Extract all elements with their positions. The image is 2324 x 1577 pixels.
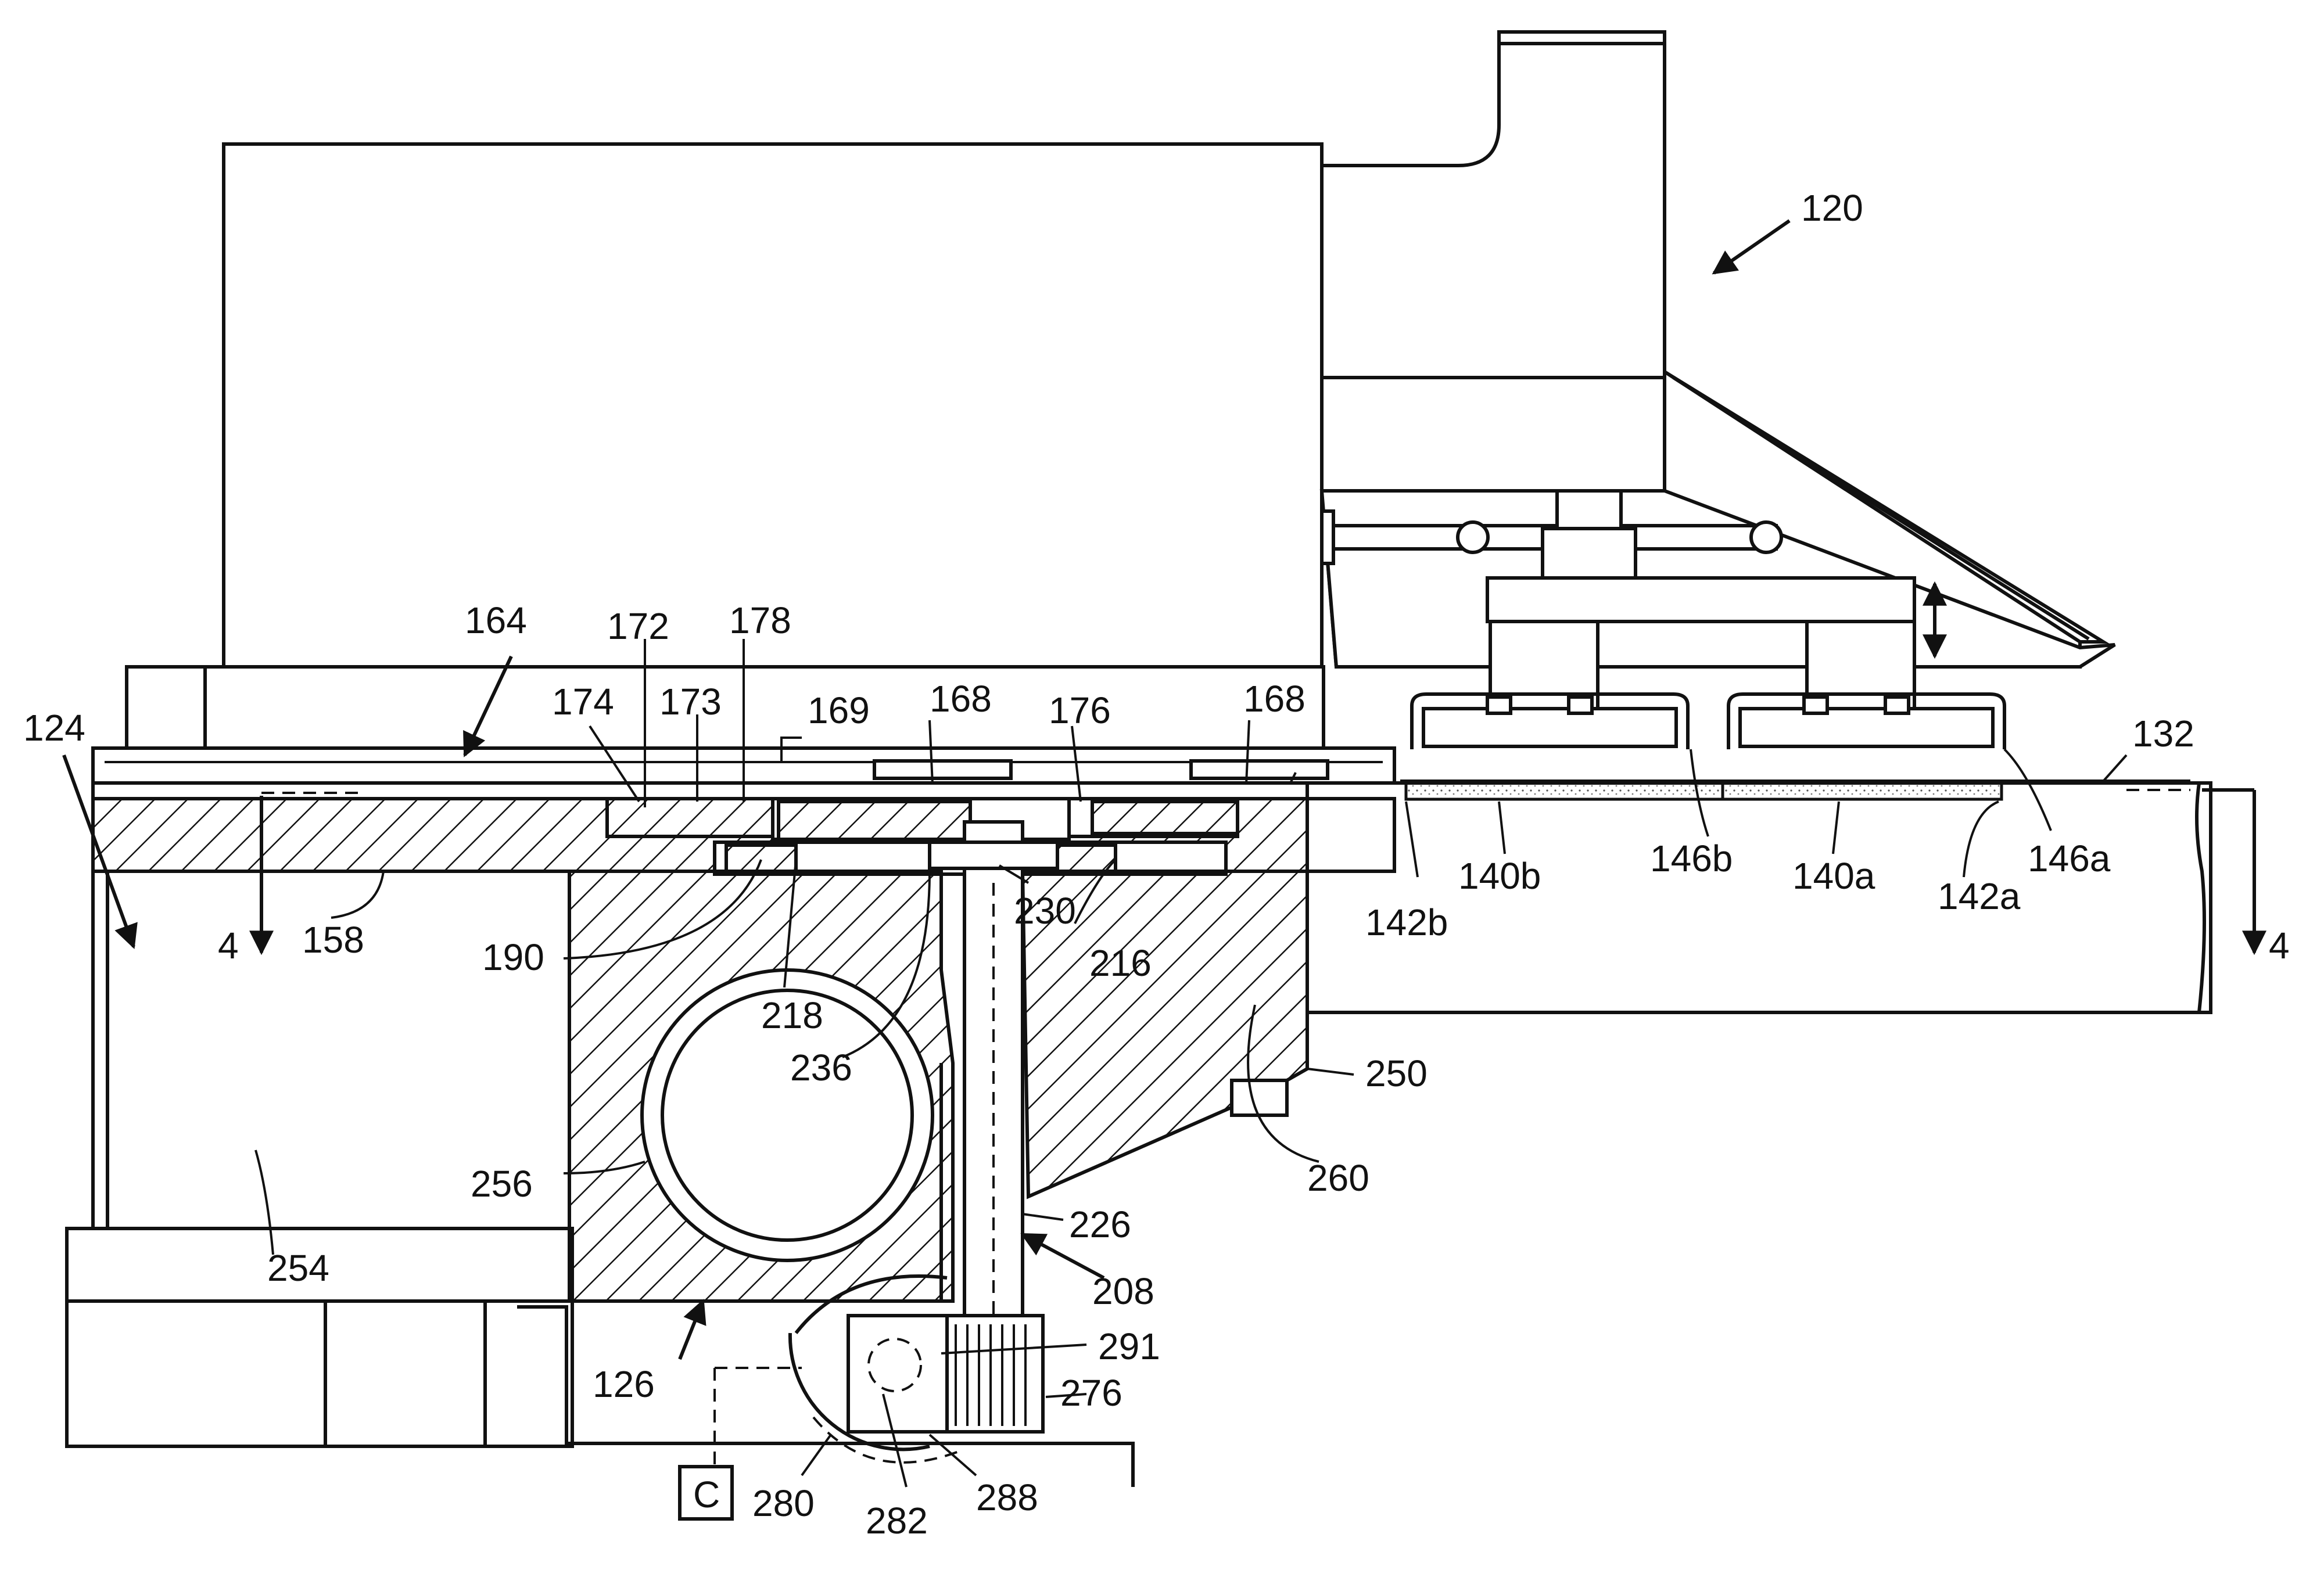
label-176: 176 xyxy=(1049,689,1111,731)
label-236: 236 xyxy=(790,1047,852,1089)
label-158: 158 xyxy=(302,919,364,961)
label-c: C xyxy=(693,1474,720,1515)
arrow-120 xyxy=(1714,221,1789,273)
label-226: 226 xyxy=(1069,1204,1131,1245)
label-250: 250 xyxy=(1365,1052,1428,1094)
label-169: 169 xyxy=(808,689,870,731)
label-172: 172 xyxy=(607,605,669,647)
label-168b: 168 xyxy=(1243,678,1306,720)
label-190: 190 xyxy=(482,936,544,978)
label-4-left: 4 xyxy=(218,925,239,967)
label-174: 174 xyxy=(552,681,614,723)
label-230: 230 xyxy=(1014,890,1076,932)
label-126: 126 xyxy=(593,1363,655,1405)
label-282: 282 xyxy=(866,1500,928,1542)
label-4-right: 4 xyxy=(2269,925,2290,967)
label-288: 288 xyxy=(976,1477,1038,1518)
arrow-126 xyxy=(680,1301,703,1359)
bolt-250 xyxy=(1232,1080,1287,1115)
label-280: 280 xyxy=(752,1482,815,1524)
label-146a: 146a xyxy=(2028,838,2111,879)
label-260: 260 xyxy=(1307,1157,1369,1199)
label-146b: 146b xyxy=(1650,838,1733,879)
label-164: 164 xyxy=(465,599,527,641)
label-140a: 140a xyxy=(1792,855,1875,897)
label-208: 208 xyxy=(1092,1270,1154,1312)
workpiece-area xyxy=(1307,781,2211,1012)
label-254: 254 xyxy=(267,1247,329,1289)
plate-158 xyxy=(93,793,1394,874)
machine-housing xyxy=(224,32,2115,667)
label-124: 124 xyxy=(23,707,85,749)
label-218: 218 xyxy=(761,994,823,1036)
coil-lines xyxy=(956,1324,1025,1426)
label-120: 120 xyxy=(1801,187,1863,229)
clamp-block-260 xyxy=(569,871,1307,1301)
label-140b: 140b xyxy=(1458,855,1541,897)
label-168: 168 xyxy=(930,678,992,720)
label-142b: 142b xyxy=(1365,901,1448,943)
label-173: 173 xyxy=(659,681,722,723)
label-256: 256 xyxy=(471,1163,533,1205)
label-291: 291 xyxy=(1098,1325,1160,1367)
label-276: 276 xyxy=(1060,1372,1122,1414)
label-178: 178 xyxy=(729,599,791,641)
label-142a: 142a xyxy=(1938,875,2021,917)
label-216: 216 xyxy=(1089,942,1152,984)
label-132: 132 xyxy=(2132,713,2194,755)
